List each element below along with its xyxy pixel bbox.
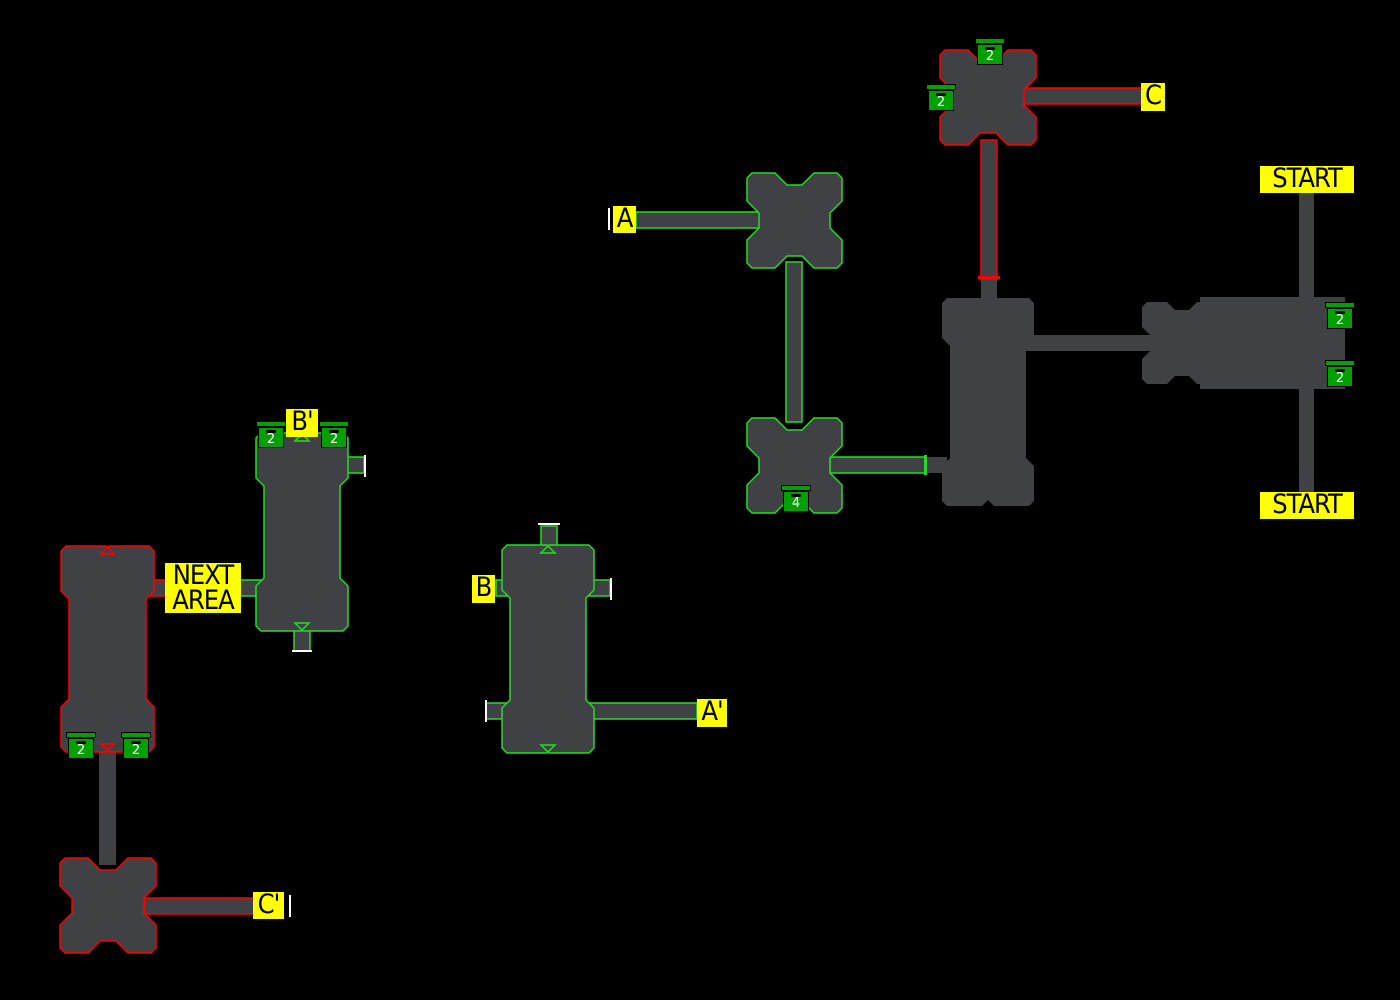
door-marker — [978, 276, 1000, 279]
treasure-chest[interactable]: 2 — [975, 38, 1005, 65]
corridor — [829, 456, 926, 474]
label-a-prime[interactable]: A' — [697, 698, 727, 727]
label-next-area[interactable]: NEXT AREA — [165, 562, 241, 614]
chest-count: 4 — [791, 496, 801, 511]
label-a[interactable]: A — [613, 205, 636, 233]
treasure-chest[interactable]: 2 — [121, 732, 151, 759]
room — [255, 432, 349, 632]
room — [954, 330, 1024, 470]
door-marker — [610, 578, 612, 600]
chest-count: 2 — [985, 49, 995, 64]
label-b-prime[interactable]: B' — [286, 408, 318, 437]
corridor — [1020, 335, 1150, 351]
room — [746, 172, 843, 269]
door-marker — [538, 523, 560, 525]
corridor — [635, 211, 762, 229]
door-marker — [292, 650, 312, 652]
room — [59, 857, 157, 954]
door-marker — [485, 700, 487, 722]
corridor — [980, 139, 998, 281]
corridor — [1299, 192, 1314, 302]
treasure-chest[interactable]: 2 — [66, 732, 96, 759]
treasure-chest[interactable]: 2 — [319, 421, 349, 448]
treasure-chest[interactable]: 2 — [926, 84, 956, 111]
corridor — [1019, 87, 1146, 105]
chest-count: 2 — [131, 743, 141, 758]
door-marker — [289, 895, 291, 917]
chest-count: 2 — [266, 432, 276, 447]
door-marker — [364, 455, 366, 477]
treasure-chest[interactable]: 4 — [781, 485, 811, 512]
corridor — [981, 280, 997, 305]
label-start-top[interactable]: START — [1260, 165, 1354, 193]
label-start-bottom[interactable]: START — [1260, 491, 1354, 519]
room — [746, 417, 843, 514]
room — [1200, 297, 1345, 389]
chest-count: 2 — [1335, 313, 1345, 328]
door-marker — [924, 455, 927, 475]
room — [501, 544, 595, 754]
chest-count: 2 — [936, 95, 946, 110]
treasure-chest[interactable]: 2 — [1325, 302, 1355, 329]
chest-count: 2 — [1335, 371, 1345, 386]
chest-count: 2 — [329, 432, 339, 447]
corridor — [584, 702, 698, 720]
label-c[interactable]: C — [1141, 82, 1165, 111]
corridor — [785, 261, 803, 423]
chest-count: 2 — [76, 743, 86, 758]
label-b[interactable]: B — [472, 574, 495, 603]
treasure-chest[interactable]: 2 — [256, 421, 286, 448]
corridor — [99, 745, 116, 865]
room — [60, 545, 155, 753]
treasure-chest[interactable]: 2 — [1325, 360, 1355, 387]
corridor — [1299, 383, 1314, 493]
label-c-prime[interactable]: C' — [253, 891, 284, 919]
corridor — [144, 897, 256, 915]
door-marker — [608, 208, 610, 230]
